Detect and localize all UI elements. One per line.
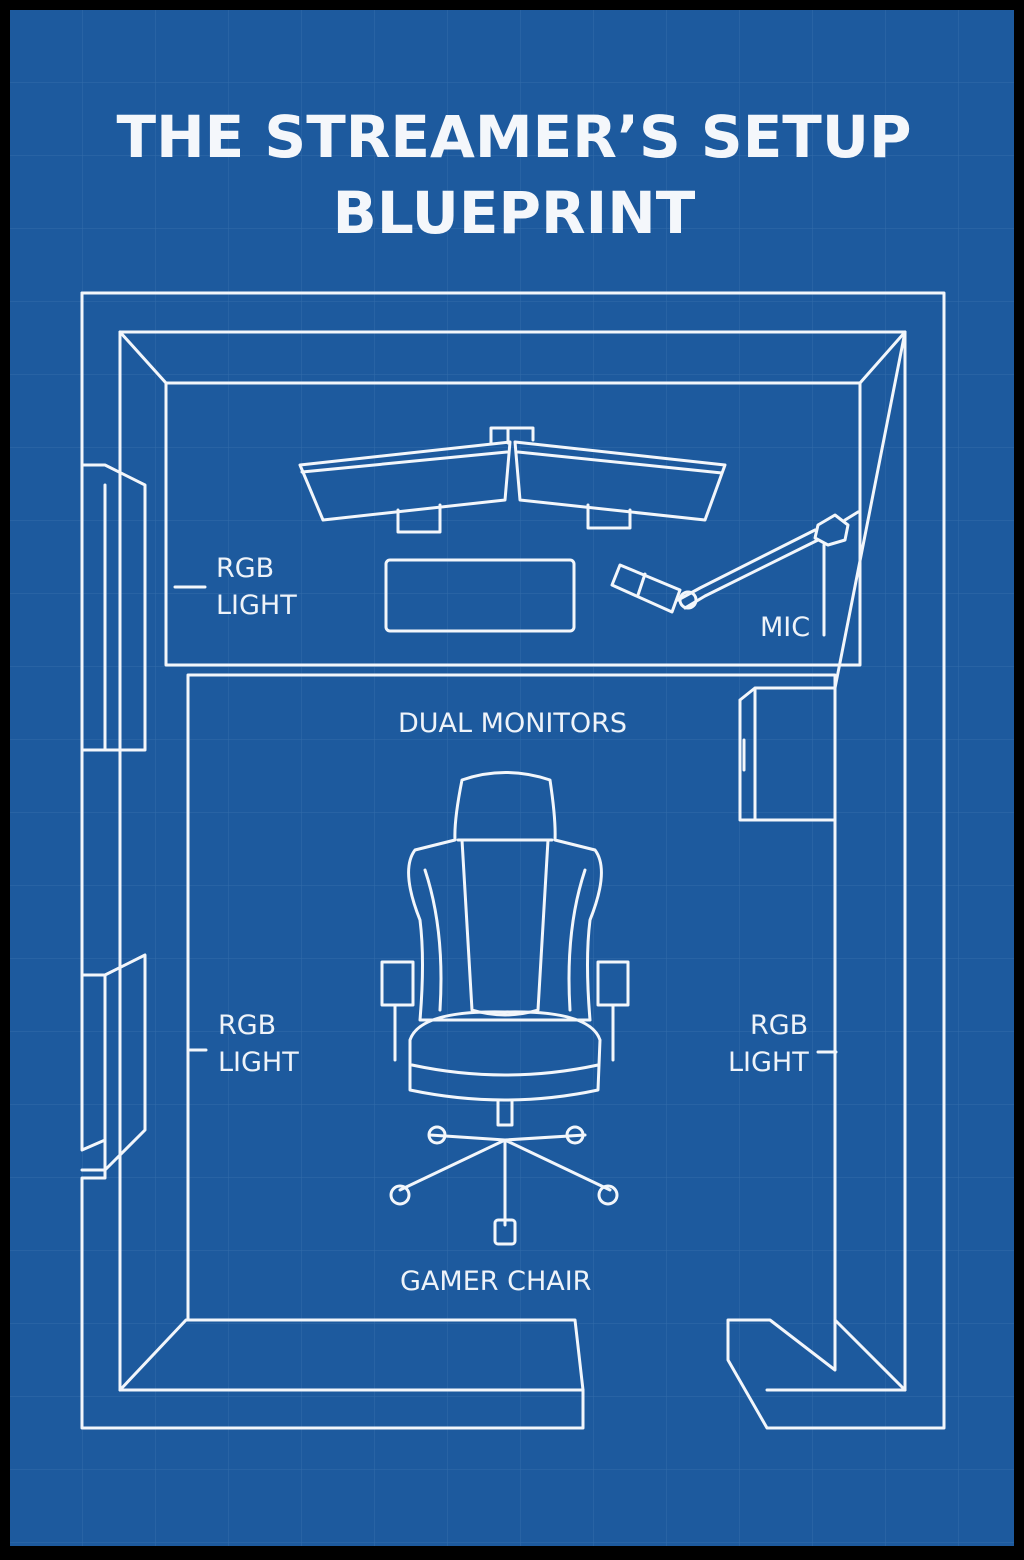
room-walls	[80, 291, 946, 1430]
leader-lines	[173, 585, 838, 1054]
label-rgb-light-right-2: LIGHT	[728, 1047, 809, 1078]
label-dual-monitors: DUAL MONITORS	[398, 708, 627, 739]
grid	[10, 10, 1014, 1546]
side-cabinet	[738, 686, 837, 822]
dual-monitors	[298, 426, 727, 534]
label-rgb-light-top-left-1: RGB	[216, 553, 274, 584]
label-rgb-light-left-2: LIGHT	[218, 1047, 299, 1078]
label-gamer-chair: GAMER CHAIR	[400, 1266, 591, 1297]
keyboard-pad	[384, 558, 576, 633]
title-line-1: THE STREAMER’S SETUP	[117, 103, 912, 171]
label-mic: MIC	[760, 612, 810, 643]
label-rgb-light-left-1: RGB	[218, 1010, 276, 1041]
label-rgb-light-right-1: RGB	[750, 1010, 808, 1041]
label-rgb-light-top-left-2: LIGHT	[216, 590, 297, 621]
mic-arm	[610, 510, 860, 637]
title-line-2: BLUEPRINT	[333, 179, 696, 247]
gamer-chair	[380, 771, 630, 1246]
